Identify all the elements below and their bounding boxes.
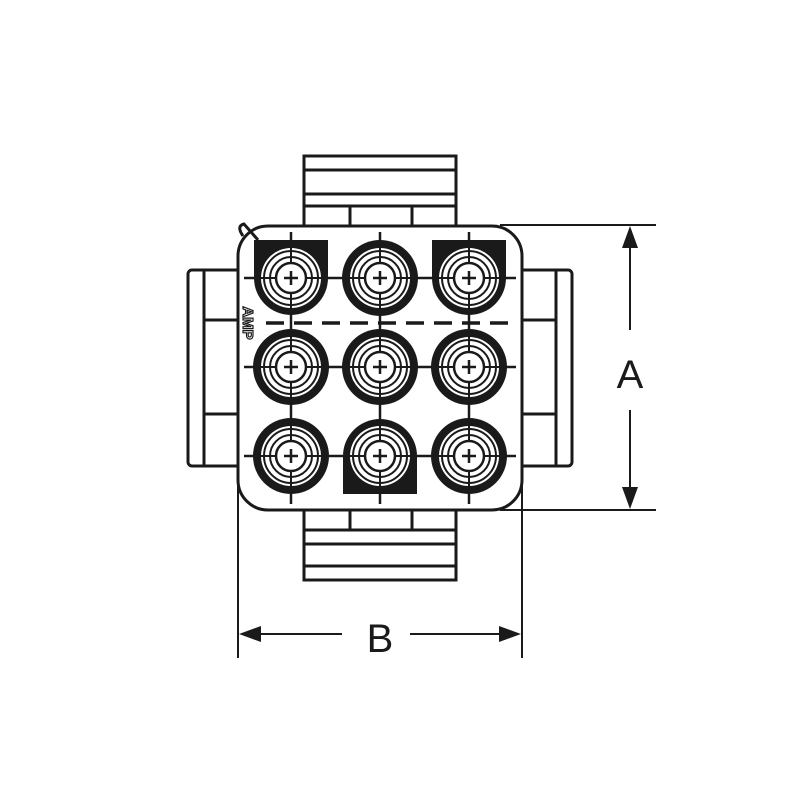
dimension-a [500, 224, 656, 511]
brand-mark: AMP [238, 306, 256, 341]
top-latch [302, 154, 458, 230]
polarization-tab [238, 222, 260, 241]
cavity-cross-lines [253, 240, 507, 494]
cavity-bottom-center [343, 419, 417, 494]
left-ear [186, 268, 244, 468]
cavity-grid [253, 240, 507, 494]
cavity-middle-right [431, 329, 507, 405]
cavity-top-left [254, 240, 328, 315]
cavity-top-right [432, 240, 506, 315]
bottom-latch [302, 506, 458, 582]
cavity-middle-center [342, 329, 418, 405]
cavity-bottom-left [253, 418, 329, 494]
amp-logo-text: AMP [239, 306, 256, 339]
dimension-b [237, 486, 523, 658]
dimension-b-label: B [367, 617, 394, 661]
right-ear [516, 268, 574, 468]
dimension-a-label: A [617, 353, 644, 397]
cavity-middle-left [253, 329, 329, 405]
